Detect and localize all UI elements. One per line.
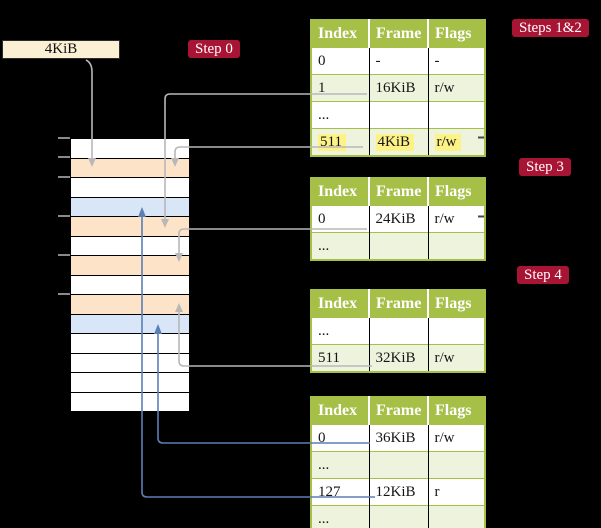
memory-row-table xyxy=(71,157,189,177)
memory-row-free xyxy=(71,352,189,372)
col-header-flags: Flags xyxy=(427,290,485,318)
memory-row-free xyxy=(71,235,189,255)
col-header-flags: Flags xyxy=(427,178,485,206)
page-table-4: Index Frame Flags 0 36KiB r/w ... 127 12… xyxy=(310,396,486,528)
table-row: ... xyxy=(311,232,485,260)
table-header-row: Index Frame Flags xyxy=(311,290,485,318)
col-header-index: Index xyxy=(311,397,369,425)
memory-row-page xyxy=(71,196,189,216)
memory-row-page xyxy=(71,313,189,333)
table-row: 1 16KiB r/w xyxy=(311,74,485,102)
table-row: ... xyxy=(311,505,485,528)
memory-row-free xyxy=(71,177,189,197)
tick-mark xyxy=(58,137,70,139)
table-row: 0 24KiB r/w xyxy=(311,205,485,233)
badge-step-0: Step 0 xyxy=(188,40,240,58)
col-header-index: Index xyxy=(311,290,369,318)
badge-steps-1-2: Steps 1&2 xyxy=(512,19,589,37)
tick-mark xyxy=(58,293,70,295)
badge-step-3: Step 3 xyxy=(519,158,571,176)
col-header-frame: Frame xyxy=(368,397,428,425)
table-header-row: Index Frame Flags xyxy=(311,178,485,206)
tick-mark xyxy=(58,254,70,256)
page-table-2: Index Frame Flags 0 24KiB r/w ... xyxy=(310,177,486,261)
table-header-row: Index Frame Flags xyxy=(311,20,485,48)
page-table-1: Index Frame Flags 0 - - 1 16KiB r/w ... … xyxy=(310,19,486,157)
highlighted-value: 511 xyxy=(318,133,346,151)
table-row: 0 36KiB r/w xyxy=(311,424,485,452)
col-header-frame: Frame xyxy=(368,290,428,318)
memory-row-free xyxy=(71,274,189,294)
frame-size-label: 4KiB xyxy=(2,40,120,59)
table-row: 127 12KiB r xyxy=(311,478,485,506)
tick-mark xyxy=(58,215,70,217)
memory-row-free xyxy=(71,391,189,411)
tick-mark xyxy=(58,156,70,158)
col-header-frame: Frame xyxy=(368,178,428,206)
table-row: 0 - - xyxy=(311,47,485,75)
highlighted-value: r/w xyxy=(434,133,461,151)
col-header-frame: Frame xyxy=(368,20,428,48)
table-row: ... xyxy=(311,101,485,129)
memory-row-table xyxy=(71,255,189,275)
table-row: ... xyxy=(311,451,485,479)
memory-row-table xyxy=(71,294,189,314)
table-row-highlighted: 511 4KiB r/w xyxy=(311,128,485,156)
badge-step-4: Step 4 xyxy=(517,266,569,284)
memory-column xyxy=(70,138,190,412)
memory-row-table xyxy=(71,216,189,236)
memory-row-free xyxy=(71,372,189,392)
memory-row-free xyxy=(71,139,189,158)
memory-row-free xyxy=(71,333,189,353)
col-header-index: Index xyxy=(311,178,369,206)
table-header-row: Index Frame Flags xyxy=(311,397,485,425)
table-row: 511 32KiB r/w xyxy=(311,344,485,372)
table-row: ... xyxy=(311,317,485,345)
tick-mark xyxy=(58,176,70,178)
highlighted-value: 4KiB xyxy=(375,133,415,151)
page-table-3: Index Frame Flags ... 511 32KiB r/w xyxy=(310,289,486,373)
col-header-flags: Flags xyxy=(427,20,485,48)
col-header-flags: Flags xyxy=(427,397,485,425)
col-header-index: Index xyxy=(311,20,369,48)
